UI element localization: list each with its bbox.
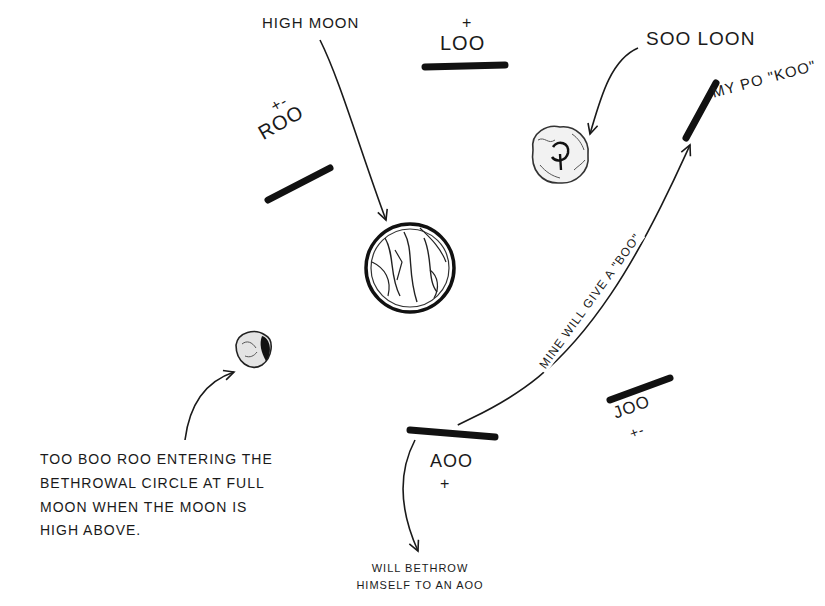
- bar-node: MY PO "KOO": [678, 70, 822, 145]
- node-subtext: +: [440, 475, 450, 493]
- bar-node: +-ROO: [250, 95, 345, 205]
- connector-label: MINE WILL GIVE A "BOO": [535, 228, 646, 373]
- node-subtext: LOO: [440, 32, 485, 55]
- note-label: TOO BOO ROO ENTERING THE BETHROWAL CIRCL…: [40, 448, 290, 543]
- leader-arrow: [403, 440, 418, 551]
- bar-line: [410, 430, 495, 437]
- leader-arrow: [320, 40, 386, 220]
- too-boo-roo-figure: [236, 332, 271, 368]
- node-text: MY PO "KOO": [710, 57, 818, 101]
- bar-node: JOO+-: [600, 368, 680, 448]
- leader-arrow: [590, 48, 638, 134]
- node-text: +: [462, 14, 472, 32]
- leader-arrow: [185, 372, 234, 440]
- node-text: AOO: [430, 451, 473, 472]
- bar-line: [268, 168, 330, 200]
- note-label: SOO LOON: [646, 28, 755, 50]
- note-label: WILL BETHROW HIMSELF TO AN AOO: [345, 560, 495, 593]
- high-moon: [366, 224, 454, 312]
- bar-node: +LOO: [420, 14, 510, 72]
- connector-arrow: [458, 145, 690, 425]
- soo-loon-moon: [533, 126, 589, 183]
- note-label: HIGH MOON: [262, 14, 359, 31]
- node-subtext: +-: [627, 421, 646, 441]
- bar-line: [425, 65, 505, 67]
- bar-node: AOO +: [400, 425, 505, 503]
